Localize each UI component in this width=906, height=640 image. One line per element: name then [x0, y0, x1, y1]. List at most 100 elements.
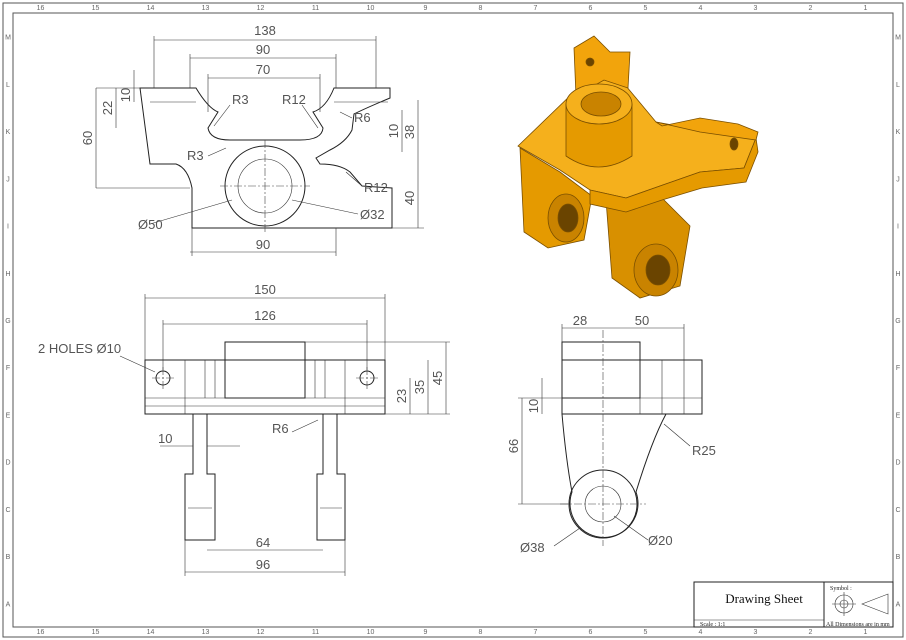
units-note: All Dimensions are in mm	[826, 622, 890, 628]
zone-col-bottom: 1	[864, 629, 868, 636]
front-view: 150 126 2 HOLES Ø10 23 35 45 10 R6 64 96	[38, 282, 450, 576]
front-view-boss	[224, 341, 306, 399]
iso-flange-hole-right	[729, 137, 739, 151]
dim-10-right: 10	[386, 124, 401, 138]
zone-col-bottom: 9	[424, 629, 428, 636]
iso-flange-hole-left	[585, 57, 595, 67]
zone-row-right: G	[895, 318, 900, 325]
zone-row-right: H	[895, 271, 900, 278]
dim-35: 35	[412, 380, 427, 394]
dim-90-bottom: 90	[256, 237, 270, 252]
dim-dia38: Ø38	[520, 540, 545, 555]
zone-col-top: 7	[534, 5, 538, 12]
zone-row-left: A	[6, 601, 11, 608]
leader-holes	[119, 355, 156, 373]
projection-symbol-icon	[832, 592, 889, 616]
side-view-plate	[561, 359, 703, 415]
leader-r25	[663, 423, 691, 447]
zone-col-top: 12	[257, 5, 265, 12]
zone-row-right: B	[896, 554, 901, 561]
zone-col-top: 15	[92, 5, 100, 12]
dim-90-top: 90	[256, 42, 270, 57]
top-view: 138 90 70 R3 R12 R6 R3 R12 22 10 60 10 3…	[80, 23, 424, 256]
side-view-arm	[561, 413, 667, 538]
leader-r3-a	[213, 104, 231, 127]
zone-row-left: B	[6, 554, 11, 561]
top-view-outline	[139, 87, 393, 229]
dim-96: 96	[256, 557, 270, 572]
iso-boss-bore	[580, 91, 622, 117]
front-view-leg-left	[184, 414, 216, 541]
drawing-title: Drawing Sheet	[725, 591, 803, 606]
front-view-leg-right	[316, 414, 346, 541]
zone-col-top: 6	[589, 5, 593, 12]
zone-row-left: E	[6, 412, 11, 419]
dim-66: 66	[506, 439, 521, 453]
zone-row-right: L	[896, 82, 900, 89]
dim-45: 45	[430, 371, 445, 385]
zone-col-top: 13	[202, 5, 210, 12]
leader-dia50	[149, 199, 233, 225]
zone-col-bottom: 3	[754, 629, 758, 636]
dim-10-left: 10	[118, 88, 133, 102]
front-view-base-plate	[144, 359, 386, 415]
dim-10-leg: 10	[158, 431, 172, 446]
zone-col-top: 16	[37, 5, 45, 12]
zone-row-left: F	[6, 365, 10, 372]
zone-row-left: D	[5, 460, 10, 467]
dim-r3-a: R3	[232, 92, 249, 107]
side-view: 28 50 10 66 R25 Ø20 Ø38	[506, 313, 716, 555]
dim-dia50: Ø50	[138, 217, 163, 232]
dim-holes-note: 2 HOLES Ø10	[38, 341, 121, 356]
dim-40: 40	[402, 191, 417, 205]
zone-row-right: C	[895, 507, 900, 514]
zone-col-top: 11	[312, 5, 319, 12]
zone-col-top: 4	[699, 5, 703, 12]
inner-border	[12, 12, 894, 628]
dim-23: 23	[394, 389, 409, 403]
dim-10-side: 10	[526, 399, 541, 413]
dim-60: 60	[80, 131, 95, 145]
zone-row-left: G	[5, 318, 10, 325]
zone-row-left: C	[5, 507, 10, 514]
zone-col-top: 1	[864, 5, 868, 12]
dim-dia20: Ø20	[648, 533, 673, 548]
zone-row-right: K	[896, 129, 901, 136]
zone-row-right: M	[895, 35, 901, 42]
isometric-3d-view	[517, 35, 759, 299]
title-block-frame	[693, 581, 894, 628]
dim-28: 28	[573, 313, 587, 328]
zone-row-left: J	[6, 176, 10, 183]
symbol-label: Symbol :	[830, 586, 852, 592]
dim-70: 70	[256, 62, 270, 77]
zone-labels: 1616151514141313121211111010998877665544…	[5, 5, 901, 636]
zone-col-top: 9	[424, 5, 428, 12]
dim-r6-front: R6	[272, 421, 289, 436]
zone-col-top: 3	[754, 5, 758, 12]
zone-row-right: D	[895, 460, 900, 467]
leader-dia20	[613, 515, 649, 541]
leader-r6-front	[291, 419, 319, 433]
iso-leg-left-hole	[557, 203, 579, 233]
zone-row-right: A	[896, 601, 901, 608]
zone-row-left: L	[6, 82, 10, 89]
dim-138: 138	[254, 23, 276, 38]
zone-col-bottom: 4	[699, 629, 703, 636]
scale-label: Scale : 1:1	[700, 622, 725, 628]
leader-r6	[339, 111, 353, 119]
zone-col-top: 2	[809, 5, 813, 12]
leader-r12-a	[301, 104, 319, 129]
zone-row-right: F	[896, 365, 900, 372]
dim-r6: R6	[354, 110, 371, 125]
dim-50: 50	[635, 313, 649, 328]
zone-col-top: 5	[644, 5, 648, 12]
zone-col-bottom: 13	[202, 629, 210, 636]
zone-col-bottom: 12	[257, 629, 265, 636]
zone-row-left: M	[5, 35, 11, 42]
zone-col-top: 10	[367, 5, 375, 12]
iso-leg-right-hole	[645, 254, 671, 286]
zone-col-top: 8	[479, 5, 483, 12]
dim-r12-a: R12	[282, 92, 306, 107]
